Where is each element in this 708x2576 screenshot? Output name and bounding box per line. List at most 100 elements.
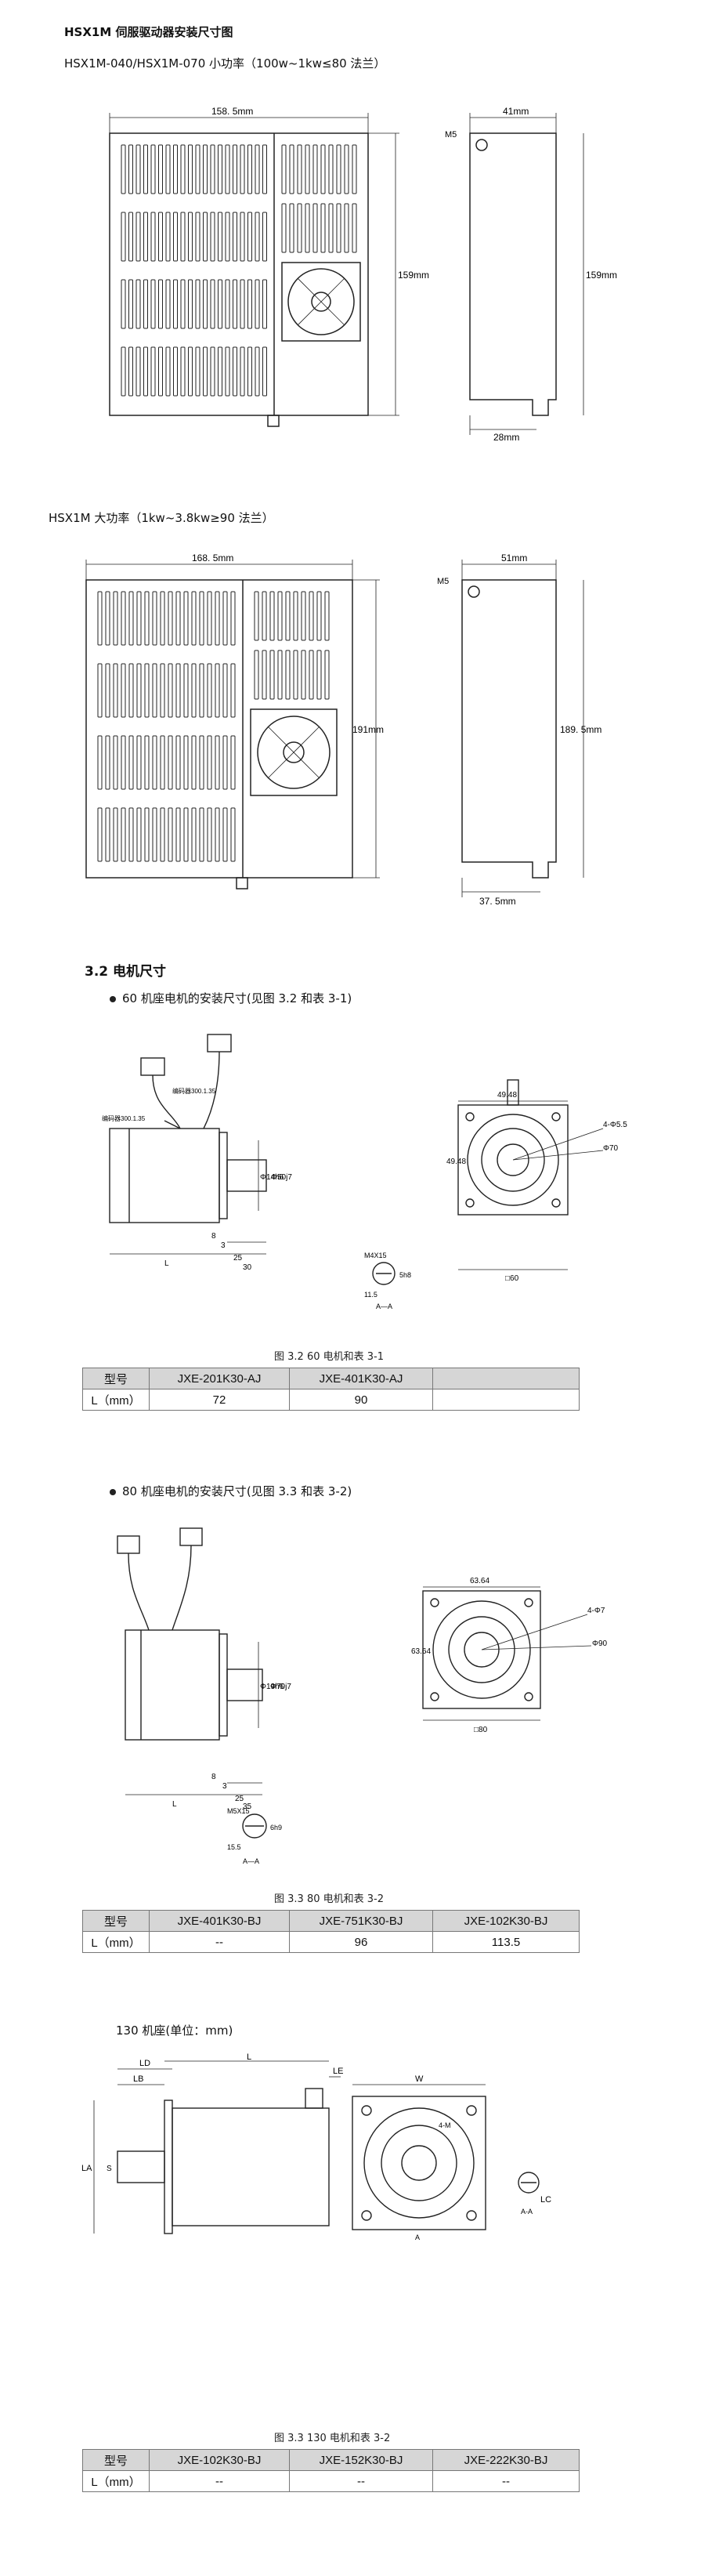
small-depth-dim: 41mm: [503, 106, 529, 117]
vent-slot: [230, 807, 236, 862]
m130-am: 4-M: [439, 2121, 451, 2129]
vent-slot: [97, 663, 103, 718]
bullet-icon: [110, 1488, 116, 1495]
vent-slot: [207, 735, 212, 790]
vent-slot: [230, 735, 236, 790]
vent-slot: [136, 807, 142, 862]
drive-large-label: HSX1M 大功率（1kw~3.8kw≥90 法兰）: [49, 511, 274, 525]
m80-d2: 4-Φ7: [587, 1607, 605, 1615]
vent-slot: [168, 591, 173, 646]
vent-slot: [233, 279, 237, 329]
m80-d5: □80: [474, 1726, 488, 1734]
m130-drawing: LD LB L LE W LA S LC 4-M A A-A: [81, 2052, 551, 2241]
vent-slot: [97, 591, 103, 646]
vent-slot: [105, 663, 110, 718]
m60-caption: 图 3.2 60 电机和表 3-1: [274, 1351, 384, 1363]
table-cell: --: [149, 1931, 290, 1953]
vent-slot: [281, 203, 287, 253]
vent-slot: [336, 203, 341, 253]
m130-s: S: [107, 2165, 112, 2173]
m60-label: 60 机座电机的安装尺寸(见图 3.2 和表 3-1): [122, 991, 352, 1005]
small-drive-side-drawing: 41mm 159mm 28mm M5: [445, 106, 617, 443]
vent-slot: [203, 279, 208, 329]
vent-slot: [113, 663, 118, 718]
vent-slot: [285, 591, 291, 641]
drive-title: HSX1M 伺服驱动器安装尺寸图: [64, 25, 233, 39]
m60-d1: 49.48: [497, 1091, 517, 1100]
vent-slot: [105, 807, 110, 862]
vent-slot: [97, 807, 103, 862]
vent-slot: [188, 212, 193, 262]
m80-table: 型号 JXE-401K30-BJ JXE-751K30-BJ JXE-102K3…: [82, 1910, 580, 1953]
m60-l1: 25: [233, 1254, 243, 1263]
vent-slot: [135, 279, 141, 329]
vent-slot: [191, 663, 197, 718]
vent-slot: [222, 591, 228, 646]
vent-slot: [324, 650, 330, 700]
m130-l: L: [247, 2052, 251, 2062]
m130-shaft: [117, 2150, 165, 2183]
vent-slot: [297, 203, 302, 253]
vent-slot: [247, 212, 252, 262]
m80-body: [125, 1629, 220, 1741]
vent-slot: [173, 212, 178, 262]
vent-slot: [207, 663, 212, 718]
vent-slot: [152, 591, 157, 646]
vent-slot: [277, 650, 283, 700]
vent-slot: [199, 663, 204, 718]
vent-slot: [135, 144, 141, 194]
m80-d3: Φ90: [592, 1639, 608, 1648]
small-drive-body: [109, 132, 369, 416]
vent-slot: [230, 591, 236, 646]
m80-d4: 63.64: [411, 1647, 431, 1656]
m60-shaft1: Φ14h6: [260, 1173, 284, 1182]
small-fan-icon: [281, 262, 361, 342]
vent-slot: [320, 144, 326, 194]
small-width-dim: 158. 5mm: [211, 106, 253, 117]
vent-slot: [113, 807, 118, 862]
vent-slot: [121, 279, 126, 329]
vent-slot: [158, 212, 163, 262]
vent-slot: [281, 144, 287, 194]
vent-slot: [247, 144, 252, 194]
vent-slot: [255, 144, 260, 194]
vent-slot: [173, 144, 178, 194]
table-cell: L（mm）: [82, 2470, 150, 2492]
vent-slot: [305, 144, 310, 194]
table-header-row: 型号 JXE-201K30-AJ JXE-401K30-AJ: [82, 1368, 580, 1389]
m60-body: [109, 1128, 220, 1223]
vent-slot: [135, 212, 141, 262]
vent-slot: [254, 591, 259, 641]
m80-key-section: [242, 1813, 267, 1839]
vent-slot: [195, 212, 200, 262]
vent-slot: [128, 591, 134, 646]
vent-slot: [210, 346, 215, 397]
m60-power-connector-icon: [207, 1034, 232, 1053]
m130-le: LE: [333, 2067, 343, 2076]
vent-slot: [301, 650, 306, 700]
vent-slot: [121, 663, 126, 718]
vent-slot: [168, 735, 173, 790]
large-drive-body: [85, 579, 353, 879]
vent-slot: [297, 144, 302, 194]
vent-slot: [285, 650, 291, 700]
m80-l2: 3: [222, 1782, 227, 1791]
table-cell: L（mm）: [82, 1931, 150, 1953]
vent-slot: [218, 279, 222, 329]
small-height-dim: 159mm: [398, 270, 429, 281]
vent-slot: [152, 663, 157, 718]
vent-slot: [269, 591, 275, 641]
vent-slot: [255, 212, 260, 262]
vent-slot: [289, 144, 294, 194]
table-cell: JXE-102K30-BJ: [432, 1910, 580, 1932]
vent-slot: [233, 212, 237, 262]
vent-slot: [195, 279, 200, 329]
vent-slot: [255, 346, 260, 397]
vent-slot: [121, 735, 126, 790]
m60-drawing: 25 L 30 3 8 Φ14h6 Φ50j7 M4X15 11.5 5h8 A…: [102, 1034, 627, 1310]
vent-slot: [168, 663, 173, 718]
vent-slot: [168, 807, 173, 862]
vent-slot: [222, 807, 228, 862]
vent-slot: [175, 663, 181, 718]
vent-slot: [165, 279, 171, 329]
